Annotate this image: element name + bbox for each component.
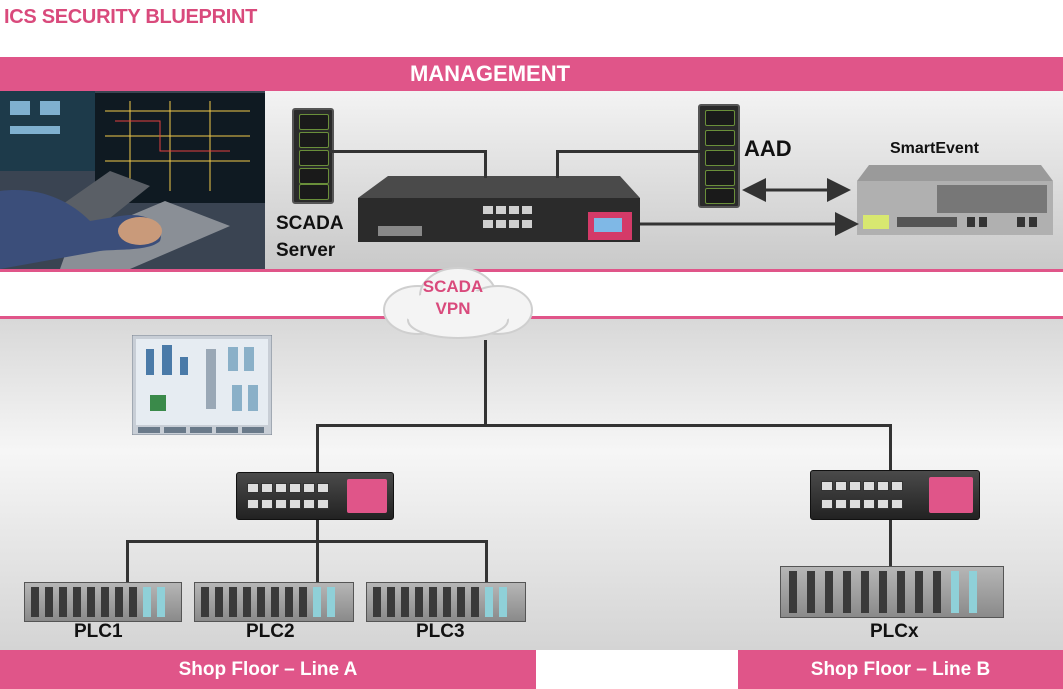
- plc3-device: [366, 582, 526, 622]
- link-scada-server-gateway-v: [484, 150, 487, 178]
- link-vpn-trunk: [484, 340, 487, 427]
- link-aad-gateway-v: [556, 150, 559, 178]
- hmi-panel-image: [131, 334, 273, 436]
- plc2-label: PLC2: [246, 621, 295, 642]
- link-switch-a-down: [316, 518, 319, 542]
- plcx-label: PLCx: [870, 621, 919, 642]
- management-header-bar: [0, 57, 1063, 91]
- central-security-gateway: [358, 176, 640, 246]
- management-label: MANAGEMENT: [409, 61, 571, 86]
- aad-label: AAD: [744, 136, 792, 161]
- plc1-device: [24, 582, 182, 622]
- link-floor-bus: [316, 424, 892, 427]
- link-bus-switch-b: [889, 424, 892, 470]
- scada-server-label-line1: SCADA: [276, 213, 344, 234]
- footer-shop-floor-line-a: Shop Floor – Line A: [0, 650, 536, 689]
- link-plcx: [889, 518, 892, 568]
- smartevent-label: SmartEvent: [890, 140, 979, 157]
- link-plc2: [316, 540, 319, 582]
- link-plc1: [126, 540, 129, 582]
- control-room-illustration: [0, 91, 265, 269]
- plc1-label: PLC1: [74, 621, 123, 642]
- scada-server-rack: [292, 108, 334, 204]
- page-title: ICS SECURITY BLUEPRINT: [4, 6, 258, 28]
- vpn-label-line2: VPN: [435, 299, 471, 318]
- vpn-cloud-icon: [378, 262, 538, 342]
- floor-divider-top: [0, 316, 1063, 319]
- plc3-label: PLC3: [416, 621, 465, 642]
- smartevent-server: [857, 165, 1053, 237]
- link-plc3: [485, 540, 488, 582]
- link-plc-bus-a: [126, 540, 488, 543]
- industrial-firewall-line-a: [236, 472, 394, 520]
- footer-shop-floor-line-b: Shop Floor – Line B: [738, 650, 1063, 689]
- industrial-firewall-line-b: [810, 470, 980, 520]
- operator-workstation-image: [0, 91, 265, 269]
- link-scada-server-gateway-h: [330, 150, 487, 153]
- vpn-label-line1: SCADA: [422, 277, 484, 296]
- link-aad-gateway-h: [556, 150, 700, 153]
- scada-server-label-line2: Server: [276, 240, 336, 261]
- plc2-device: [194, 582, 354, 622]
- plcx-device: [780, 566, 1004, 618]
- aad-server-rack: [698, 104, 740, 208]
- management-divider-bottom: [0, 269, 1063, 272]
- link-bus-switch-a: [316, 424, 319, 474]
